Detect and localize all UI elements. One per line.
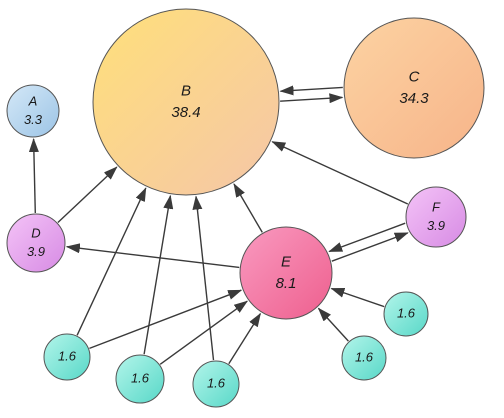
node-score-label: 38.4 bbox=[171, 104, 200, 121]
node-name-label: F bbox=[432, 199, 441, 214]
node-score-label: 1.6 bbox=[355, 349, 374, 364]
edge-n4-to-E bbox=[331, 287, 385, 308]
edge-D-to-B bbox=[57, 167, 117, 224]
node-C: C 34.3 bbox=[343, 17, 485, 159]
node-circle-n3 bbox=[192, 360, 240, 408]
node-circle-B bbox=[92, 8, 280, 196]
node-name-label: D bbox=[31, 225, 40, 240]
node-B: B 38.4 bbox=[92, 8, 280, 196]
node-D: D 3.9 bbox=[6, 213, 66, 273]
edge-F-to-E bbox=[329, 222, 406, 253]
node-A: A 3.3 bbox=[6, 84, 60, 138]
node-circle-n4 bbox=[383, 291, 429, 337]
edge-n1-to-B bbox=[76, 188, 147, 336]
edge-n3-to-E bbox=[228, 314, 261, 365]
node-score-label: 3.9 bbox=[427, 218, 445, 233]
node-score-label: 1.6 bbox=[397, 305, 416, 320]
node-E: E 8.1 bbox=[239, 226, 333, 320]
node-name-label: A bbox=[28, 93, 38, 108]
node-circle-D bbox=[6, 213, 66, 273]
node-score-label: 3.3 bbox=[24, 112, 43, 127]
node-n2: 1.6 bbox=[115, 354, 165, 404]
edge-C-to-B bbox=[281, 87, 343, 91]
node-circle-n1 bbox=[43, 333, 91, 381]
node-F: F 3.9 bbox=[405, 186, 467, 248]
edges-layer bbox=[34, 87, 409, 365]
nodes-layer: A 3.3 B 38.4 C 34.3D 3.9E 8.1 F 3.9 1.6 1.6 1.6 1.6 1.… bbox=[6, 8, 485, 408]
node-n1: 1.6 bbox=[43, 333, 91, 381]
edge-E-to-F bbox=[331, 232, 408, 262]
node-name-label: E bbox=[281, 253, 292, 270]
node-score-label: 1.6 bbox=[207, 375, 226, 390]
edge-F-to-B bbox=[272, 141, 409, 205]
node-score-label: 1.6 bbox=[131, 370, 150, 385]
node-score-label: 8.1 bbox=[276, 275, 297, 292]
edge-n2-to-E bbox=[159, 301, 247, 365]
node-circle-F bbox=[405, 186, 467, 248]
node-circle-n5 bbox=[341, 335, 387, 381]
node-circle-n2 bbox=[115, 354, 165, 404]
edge-n3-to-B bbox=[196, 197, 215, 361]
edge-E-to-D bbox=[67, 247, 240, 269]
edge-B-to-C bbox=[280, 97, 342, 101]
node-name-label: C bbox=[409, 68, 420, 85]
node-score-label: 1.6 bbox=[58, 348, 77, 363]
node-n3: 1.6 bbox=[192, 360, 240, 408]
node-n5: 1.6 bbox=[341, 335, 387, 381]
node-score-label: 34.3 bbox=[399, 90, 429, 107]
edge-n1-to-E bbox=[89, 289, 241, 350]
node-circle-E bbox=[239, 226, 333, 320]
edge-E-to-B bbox=[233, 184, 263, 233]
node-circle-C bbox=[343, 17, 485, 159]
edge-n2-to-B bbox=[143, 196, 170, 355]
node-name-label: B bbox=[181, 82, 191, 99]
node-score-label: 3.9 bbox=[27, 244, 45, 259]
edge-n5-to-E bbox=[319, 308, 349, 342]
edge-D-to-A bbox=[34, 139, 36, 214]
node-n4: 1.6 bbox=[383, 291, 429, 337]
node-circle-A bbox=[6, 84, 60, 138]
